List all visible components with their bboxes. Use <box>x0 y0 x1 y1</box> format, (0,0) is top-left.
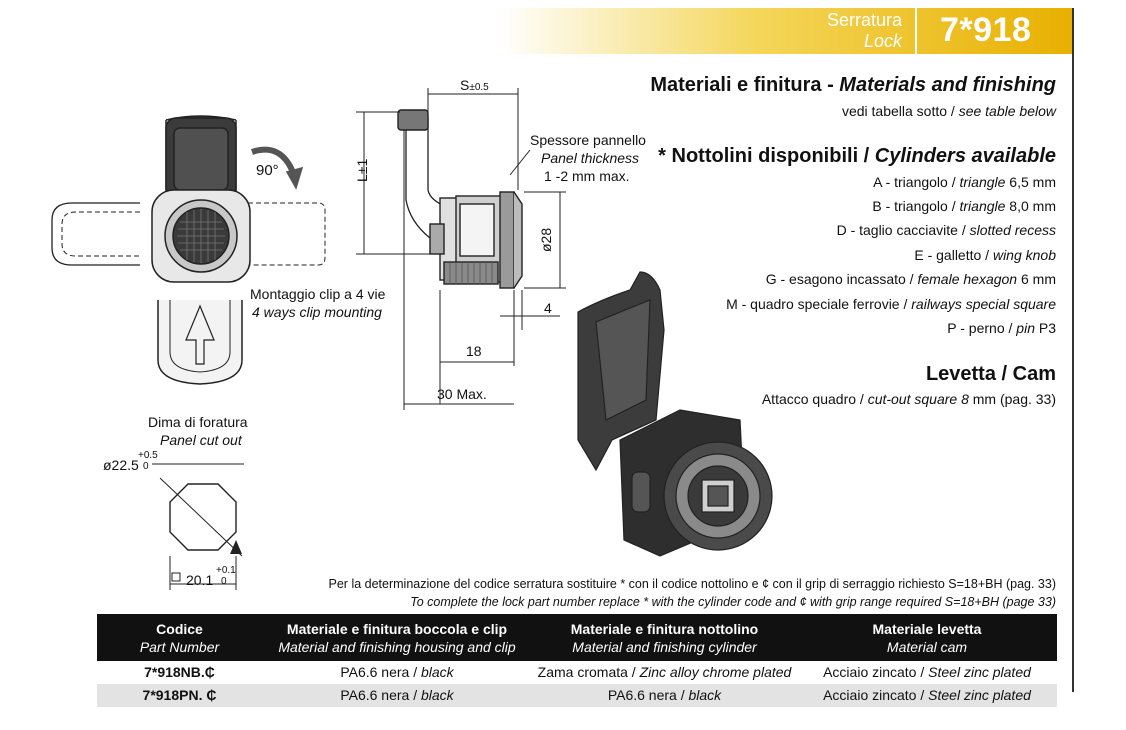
diameter-tolerance-bottom: 0 <box>143 461 149 472</box>
cylinder-item: P - perno / pin P3 <box>947 320 1056 336</box>
cylinder-item: E - galletto / wing knob <box>914 247 1056 263</box>
clip-mounting-en: 4 ways clip mounting <box>252 304 382 320</box>
square-20-1: 20.1 <box>186 572 214 588</box>
dim-4: 4 <box>544 300 552 316</box>
housing-cell: PA6.6 nera / black <box>340 687 454 703</box>
diameter-22-5: ø22.5 <box>103 457 139 473</box>
footnote-en: To complete the lock part number replace… <box>410 595 1056 609</box>
materials-title: Materiali e finitura - Materials and fin… <box>650 74 1056 96</box>
cam-cell: Acciaio zincato / Steel zinc plated <box>823 664 1031 680</box>
cylinder-item: D - taglio cacciavite / slotted recess <box>836 222 1056 238</box>
header-divider <box>915 8 917 54</box>
clip-mounting-it: Montaggio clip a 4 vie <box>250 286 386 302</box>
cylinder-item: M - quadro speciale ferrovie / railways … <box>726 296 1056 312</box>
technical-drawings <box>51 88 773 590</box>
panel-cutout-drawing <box>152 463 244 590</box>
page-edge-line <box>1072 8 1074 692</box>
product-code: 7*918 <box>940 11 1032 49</box>
dim-d28: ø28 <box>538 227 554 252</box>
cylinder-item: G - esagono incassato / female hexagon 6… <box>765 271 1056 287</box>
cylinder-item: B - triangolo / triangle 8,0 mm <box>872 198 1056 214</box>
header-category-en: Lock <box>863 31 902 51</box>
part-code-cell: 7*918PN. ₵ <box>142 687 217 703</box>
table-row: 7*918NB.₵ PA6.6 nera / black Zama cromat… <box>97 661 1057 684</box>
header-band <box>500 8 1074 54</box>
dim-s: S±0.5 <box>460 77 489 93</box>
dim-18: 18 <box>466 343 482 359</box>
cam-text: Attacco quadro / cut-out square 8 mm (pa… <box>761 391 1056 407</box>
cam-cell: Acciaio zincato / Steel zinc plated <box>823 687 1031 703</box>
cylinder-item: A - triangolo / triangle 6,5 mm <box>873 174 1056 190</box>
materials-note: vedi tabella sotto / see table below <box>841 103 1056 119</box>
dim-l: L±1 <box>354 158 370 182</box>
panel-cutout-it: Dima di foratura <box>148 414 248 430</box>
side-view-drawing <box>356 88 566 410</box>
square-tolerance-bottom: 0 <box>221 576 227 587</box>
front-view-drawing <box>51 115 326 385</box>
footnote-it: Per la determinazione del codice serratu… <box>328 577 1056 591</box>
panel-cutout-en: Panel cut out <box>160 432 242 448</box>
header-category-it: Serratura <box>826 10 902 30</box>
panel-thickness-en: Panel thickness <box>541 150 640 166</box>
rotation-label: 90° <box>256 162 279 179</box>
panel-thickness-it: Spessore pannello <box>530 132 646 148</box>
housing-cell: PA6.6 nera / black <box>340 664 454 680</box>
cam-title: Levetta / Cam <box>925 363 1056 385</box>
lock-3d-render <box>577 271 773 557</box>
part-code-cell: 7*918NB.₵ <box>144 664 215 680</box>
square-tolerance-top: +0.1 <box>216 565 236 576</box>
cylinders-title: * Nottolini disponibili / Cylinders avai… <box>658 145 1056 167</box>
diameter-tolerance-top: +0.5 <box>138 450 158 461</box>
panel-thickness-value: 1 -2 mm max. <box>544 168 630 184</box>
cylinder-cell: PA6.6 nera / black <box>607 687 722 703</box>
dim-30-max: 30 Max. <box>437 386 487 402</box>
table-row: 7*918PN. ₵ PA6.6 nera / black PA6.6 nera… <box>97 684 1057 707</box>
cylinder-cell: Zama cromata / Zinc alloy chrome plated <box>537 664 792 680</box>
